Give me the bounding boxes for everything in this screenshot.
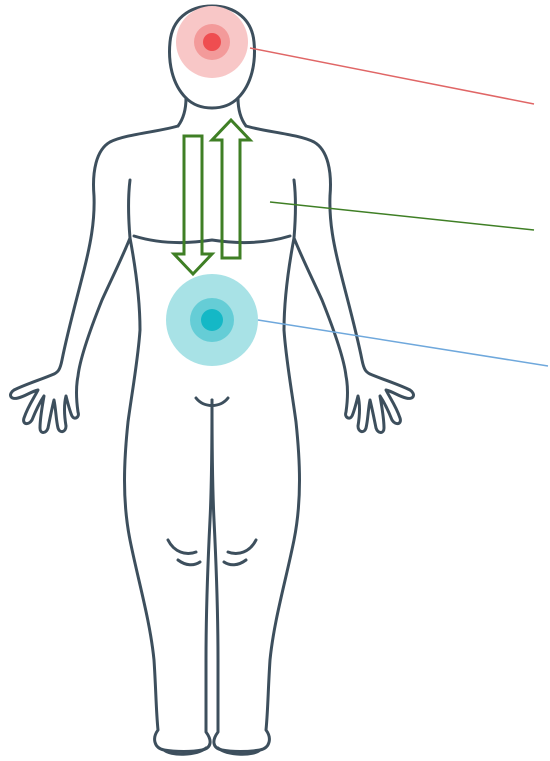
brain-target-marker xyxy=(176,6,248,78)
right-knee-line xyxy=(224,560,246,565)
right-knee xyxy=(228,540,256,554)
gut-target-marker xyxy=(166,274,258,366)
gut-leader-line xyxy=(258,320,548,366)
neck-right xyxy=(238,98,246,126)
inner-leg-right xyxy=(212,400,218,660)
left-body-outline xyxy=(11,126,211,752)
right-inner-arm xyxy=(294,180,296,238)
gut-marker-core xyxy=(201,309,223,331)
neck-left xyxy=(178,98,186,126)
chest-line xyxy=(134,236,290,243)
head-leader-line xyxy=(250,48,534,104)
up-arrow xyxy=(212,120,250,258)
left-inner-arm xyxy=(129,180,131,238)
right-body-outline xyxy=(214,126,414,752)
head-marker-core xyxy=(203,33,221,51)
human-body-outline xyxy=(11,6,414,754)
down-arrow xyxy=(174,136,212,274)
chest-leader-line xyxy=(270,202,534,230)
bidirectional-arrows xyxy=(174,120,250,274)
left-knee-line xyxy=(178,560,200,565)
left-knee xyxy=(168,540,196,554)
